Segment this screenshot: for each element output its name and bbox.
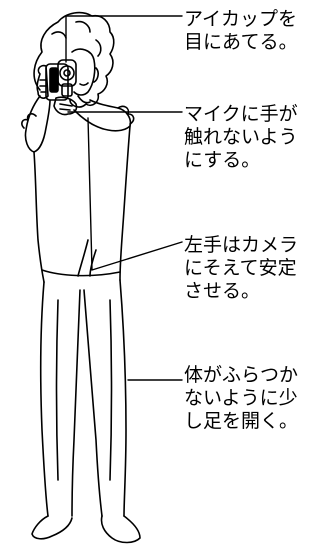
annotation-stance: 体がふらつか ないように少 し足を開く。 xyxy=(184,364,330,433)
left-shoe xyxy=(100,515,141,544)
annotation-line: マイクに手が xyxy=(184,103,298,125)
leader-lines xyxy=(65,15,183,381)
annotation-line: 左手はカメラ xyxy=(184,234,299,256)
camcorder xyxy=(45,59,77,101)
annotation-left-hand: 左手はカメラ にそえて安定 させる。 xyxy=(184,234,330,303)
left-arm xyxy=(73,99,132,132)
annotation-eyecup: アイカップを 目にあてる。 xyxy=(184,8,330,54)
annotation-line: ないように少 xyxy=(184,387,298,409)
right-leg xyxy=(39,281,49,517)
annotation-line: 目にあてる。 xyxy=(184,31,298,53)
annotation-line: にする。 xyxy=(184,149,261,171)
collar xyxy=(77,95,91,104)
annotation-line: 触れないよう xyxy=(184,126,298,148)
hair-strands xyxy=(51,20,102,83)
right-shoe xyxy=(31,515,73,540)
leader-eyecup xyxy=(65,15,183,63)
mouth xyxy=(79,82,89,86)
annotation-line: 体がふらつか xyxy=(184,364,299,386)
right-fingers xyxy=(39,79,47,93)
annotation-line: アイカップを xyxy=(184,8,298,30)
dress-fold xyxy=(77,239,97,277)
hair xyxy=(33,11,115,108)
left-leg xyxy=(119,279,127,517)
waist xyxy=(41,269,121,277)
annotation-line: にそえて安定 xyxy=(184,257,297,279)
sleeve-ruffle-left xyxy=(117,105,135,125)
face xyxy=(71,48,96,96)
inner-legs xyxy=(71,289,103,517)
sleeve-ruffle-right xyxy=(21,113,37,129)
annotation-microphone: マイクに手が 触れないよう にする。 xyxy=(184,103,330,172)
left-fingers xyxy=(59,103,73,111)
annotation-line: させる。 xyxy=(184,280,261,302)
leg-creases xyxy=(55,299,113,481)
right-arm xyxy=(24,95,51,153)
leader-left-hand xyxy=(87,117,183,271)
right-hand xyxy=(36,64,49,99)
torso xyxy=(33,125,131,283)
annotation-line: し足を開く。 xyxy=(184,410,299,432)
